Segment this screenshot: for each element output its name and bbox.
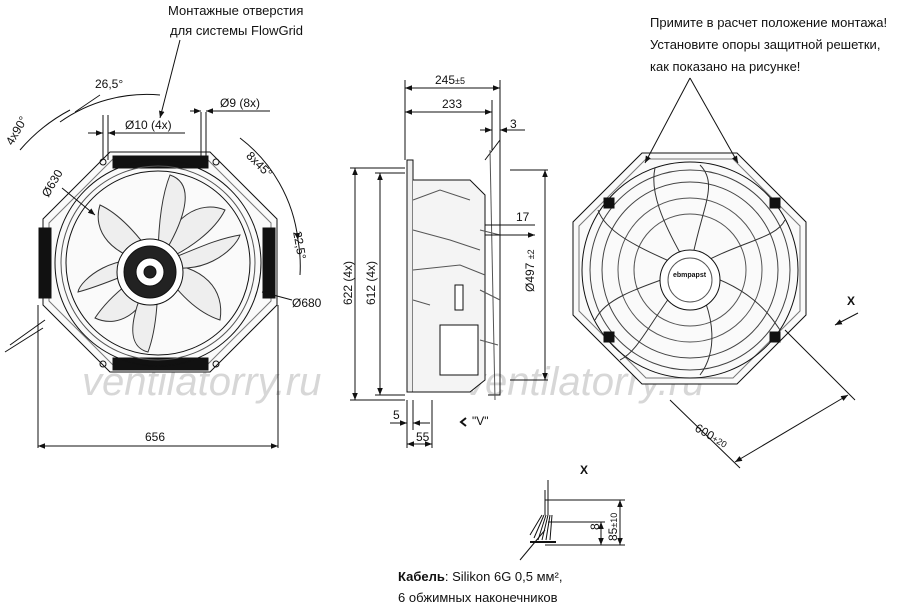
view-v-label: "V" bbox=[472, 414, 489, 428]
dim-3: 3 bbox=[510, 117, 517, 131]
dim-245-value: 245 bbox=[435, 73, 456, 87]
dim-d680: Ø680 bbox=[292, 296, 322, 310]
dim-85: 85±10 bbox=[605, 513, 623, 541]
detail-x bbox=[519, 480, 625, 561]
dim-612: 612 (4x) bbox=[364, 260, 378, 305]
dim-245-tolerance: ±5 bbox=[455, 76, 465, 86]
rear-hub bbox=[659, 249, 721, 311]
dim-d10: Ø10 (4x) bbox=[125, 118, 172, 132]
rear-x-marker: X bbox=[847, 294, 856, 308]
cable-note-2: 6 обжимных наконечников bbox=[398, 590, 558, 605]
pad-top bbox=[112, 155, 209, 169]
note-mount-holes-2: для системы FlowGrid bbox=[170, 23, 304, 38]
dim-17: 17 bbox=[516, 210, 530, 224]
cable-spec: : Silikon 6G 0,5 мм², bbox=[444, 569, 563, 584]
pad-bottom bbox=[112, 357, 209, 371]
note-install-3: как показано на рисунке! bbox=[650, 59, 801, 74]
detail-x-title: X bbox=[580, 463, 589, 477]
note-mount-holes-1: Монтажные отверстия bbox=[168, 3, 304, 18]
pad-right bbox=[262, 227, 276, 299]
note-install-2: Установите опоры защитной решетки, bbox=[650, 37, 881, 52]
pad-left bbox=[38, 227, 52, 299]
dim-245: 245±5 bbox=[435, 72, 465, 90]
note-install-1: Примите в расчет положение монтажа! bbox=[650, 15, 888, 30]
dim-622: 622 (4x) bbox=[341, 260, 355, 305]
side-mount-plate bbox=[406, 159, 414, 393]
dim-85-tolerance: ±10 bbox=[609, 512, 619, 528]
dim-d9: Ø9 (8x) bbox=[220, 96, 261, 110]
dim-8: 8 bbox=[588, 523, 602, 530]
dim-233: 233 bbox=[442, 97, 463, 111]
rear-view bbox=[572, 77, 859, 469]
dim-d497-value: Ø497 bbox=[523, 262, 537, 292]
dim-55: 55 bbox=[416, 430, 430, 444]
rear-brand-logo: ebmpapst bbox=[673, 272, 707, 279]
dim-656: 656 bbox=[145, 430, 166, 444]
dim-d497-tolerance: ±2 bbox=[526, 249, 536, 260]
cable-label: Кабель bbox=[398, 569, 445, 584]
front-view bbox=[4, 39, 301, 449]
cable-note: Кабель: Silikon 6G 0,5 мм², bbox=[398, 568, 562, 585]
dim-26-5: 26,5° bbox=[95, 77, 124, 91]
dim-85-value: 85 bbox=[606, 527, 620, 541]
dim-d497: Ø497 ±2 bbox=[522, 249, 540, 292]
dim-5: 5 bbox=[393, 408, 400, 422]
side-view bbox=[350, 80, 548, 448]
